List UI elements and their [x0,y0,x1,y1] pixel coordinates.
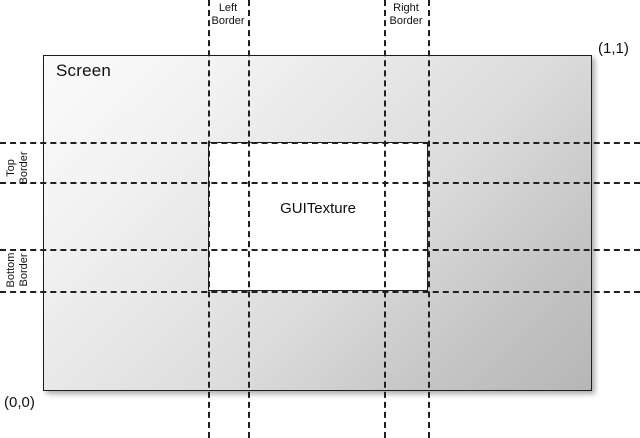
left-border-label-line1: Left [218,2,238,14]
screen-label: Screen [56,61,112,80]
top-border-label-line1: Top [5,159,17,177]
guide-vline-left-outer [248,0,250,438]
guide-hline-top-inner [0,182,640,184]
bottom-border-label-line1: Bottom [5,252,17,288]
guide-vline-right-outer [384,0,386,438]
guitexture-rectangle [208,142,428,291]
guide-hline-bottom-inner [0,249,640,251]
bottom-border-label: Bottom Border [5,236,31,304]
left-border-label-line2: Border [211,15,245,27]
top-border-label: Top Border [5,138,31,198]
guitexture-label: GUITexture [280,200,356,217]
right-border-label-line2: Border [389,15,423,27]
left-border-label: Left Border [198,2,258,28]
right-border-label-line1: Right [393,2,419,14]
bottom-border-label-line2: Border [18,253,30,287]
guide-vline-right-inner [428,0,430,438]
coordinate-top-right: (1,1) [598,40,629,57]
guide-hline-top-outer [0,142,640,144]
coordinate-bottom-left: (0,0) [4,394,35,411]
guide-vline-left-inner [208,0,210,438]
guide-hline-bottom-outer [0,291,640,293]
right-border-label: Right Border [376,2,436,28]
top-border-label-line2: Border [18,151,30,185]
